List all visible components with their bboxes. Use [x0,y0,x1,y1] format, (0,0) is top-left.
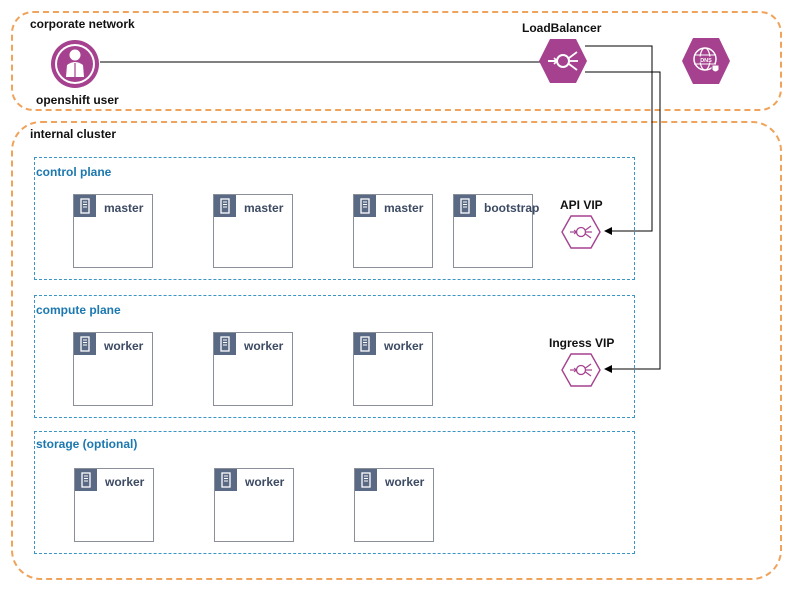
api-vip-icon[interactable] [561,215,601,249]
ingress-vip-label: Ingress VIP [549,336,615,350]
server-icon [355,469,377,491]
server-icon [74,195,96,217]
node-label: master [104,201,144,215]
storage-node-worker[interactable]: worker [74,468,154,542]
server-icon [214,195,236,217]
node-label: master [244,201,284,215]
internal-cluster-label: internal cluster [30,127,117,141]
control-plane-label: control plane [36,165,112,179]
storage-node-worker[interactable]: worker [354,468,434,542]
server-icon [75,469,97,491]
control-plane-group [34,157,635,280]
server-icon [74,333,96,355]
load-balancer-icon[interactable] [538,38,588,84]
storage-node-worker[interactable]: worker [214,468,294,542]
corporate-network-label: corporate network [30,17,135,31]
compute-node-worker[interactable]: worker [353,332,433,406]
compute-plane-group [34,295,635,418]
corporate-network-zone [11,11,782,111]
user-icon[interactable] [50,39,100,89]
compute-plane-label: compute plane [36,303,121,317]
storage-label: storage (optional) [36,437,138,451]
ingress-vip-icon[interactable] [561,353,601,387]
node-label: worker [384,339,424,353]
dns-icon-text: DNS [700,58,712,64]
control-node-bootstrap[interactable]: bootstrap [453,194,539,268]
node-label: worker [385,475,425,489]
control-node-master[interactable]: master [213,194,293,268]
lb-to-api-vip-connector [585,45,653,235]
server-icon [215,469,237,491]
api-vip-label: API VIP [560,198,603,212]
control-node-master[interactable]: master [73,194,153,268]
node-label: bootstrap [484,201,540,215]
node-label: worker [105,475,145,489]
storage-group [34,431,635,554]
node-label: worker [104,339,144,353]
compute-node-worker[interactable]: worker [73,332,153,406]
internal-cluster-zone [11,121,782,580]
node-label: worker [245,475,285,489]
node-label: master [384,201,424,215]
compute-node-worker[interactable]: worker [213,332,293,406]
load-balancer-label: LoadBalancer [522,21,602,35]
lb-to-ingress-vip-connector [585,71,661,373]
server-icon [354,333,376,355]
control-node-master[interactable]: master [353,194,433,268]
openshift-user-label: openshift user [36,93,119,107]
server-icon [214,333,236,355]
node-label: worker [244,339,284,353]
server-icon [454,195,476,217]
server-icon [354,195,376,217]
dns-icon[interactable]: DNS [681,37,731,85]
